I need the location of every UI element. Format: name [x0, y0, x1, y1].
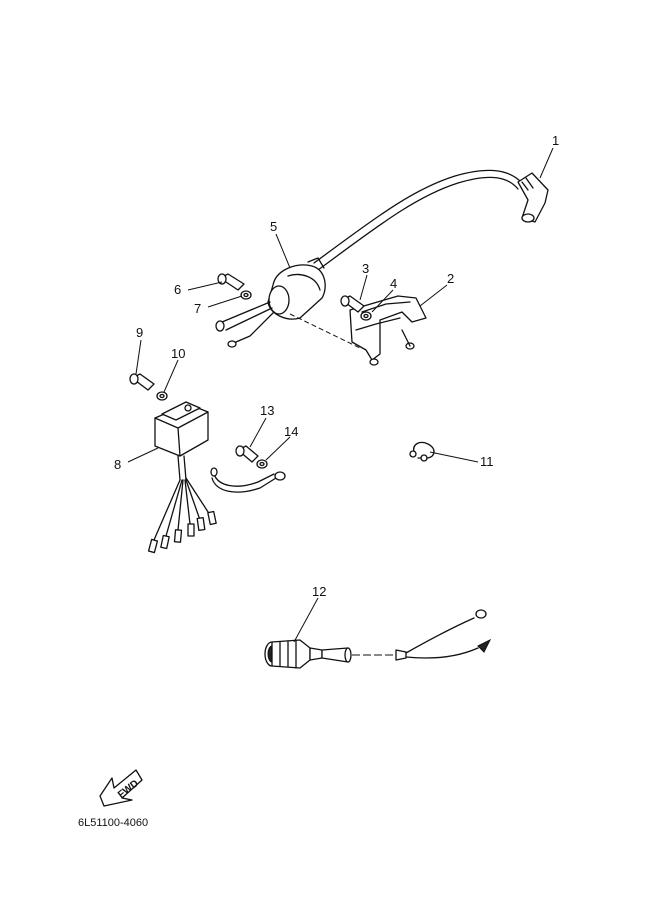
- cdi-unit: [147, 401, 286, 554]
- ignition-coil-assembly: [215, 169, 549, 349]
- fwd-arrow-icon: FWD: [99, 769, 143, 807]
- ground-washer: [256, 459, 268, 469]
- callout-10: 10: [171, 346, 185, 361]
- callout-8: 8: [114, 457, 121, 472]
- callout-11: 11: [480, 454, 494, 469]
- cdi-screw: [129, 373, 155, 391]
- callout-labels: 1 2 3 4 5 6 7 8 9 10 11 12 13 14: [114, 133, 559, 599]
- callout-4: 4: [390, 276, 397, 291]
- callout-12: 12: [312, 584, 326, 599]
- coil-washer: [240, 290, 252, 300]
- leader-lines: [127, 147, 554, 643]
- wire-clip: [409, 441, 435, 462]
- callout-5: 5: [270, 219, 277, 234]
- coil-screw: [217, 273, 245, 291]
- callout-1: 1: [552, 133, 559, 148]
- callout-2: 2: [447, 271, 454, 286]
- callout-6: 6: [174, 282, 181, 297]
- coil-bracket: [349, 295, 427, 366]
- ground-screw: [235, 445, 259, 463]
- bracket-washer: [360, 311, 372, 321]
- bracket-screw: [340, 295, 365, 313]
- plug-cap-icon: [517, 172, 549, 223]
- callout-3: 3: [362, 261, 369, 276]
- cdi-washer: [156, 391, 168, 401]
- callout-13: 13: [260, 403, 274, 418]
- stop-switch: [264, 609, 492, 669]
- callout-7: 7: [194, 301, 201, 316]
- callout-14: 14: [284, 424, 298, 439]
- diagram-code: 6L51100-4060: [78, 817, 148, 829]
- callout-9: 9: [136, 325, 143, 340]
